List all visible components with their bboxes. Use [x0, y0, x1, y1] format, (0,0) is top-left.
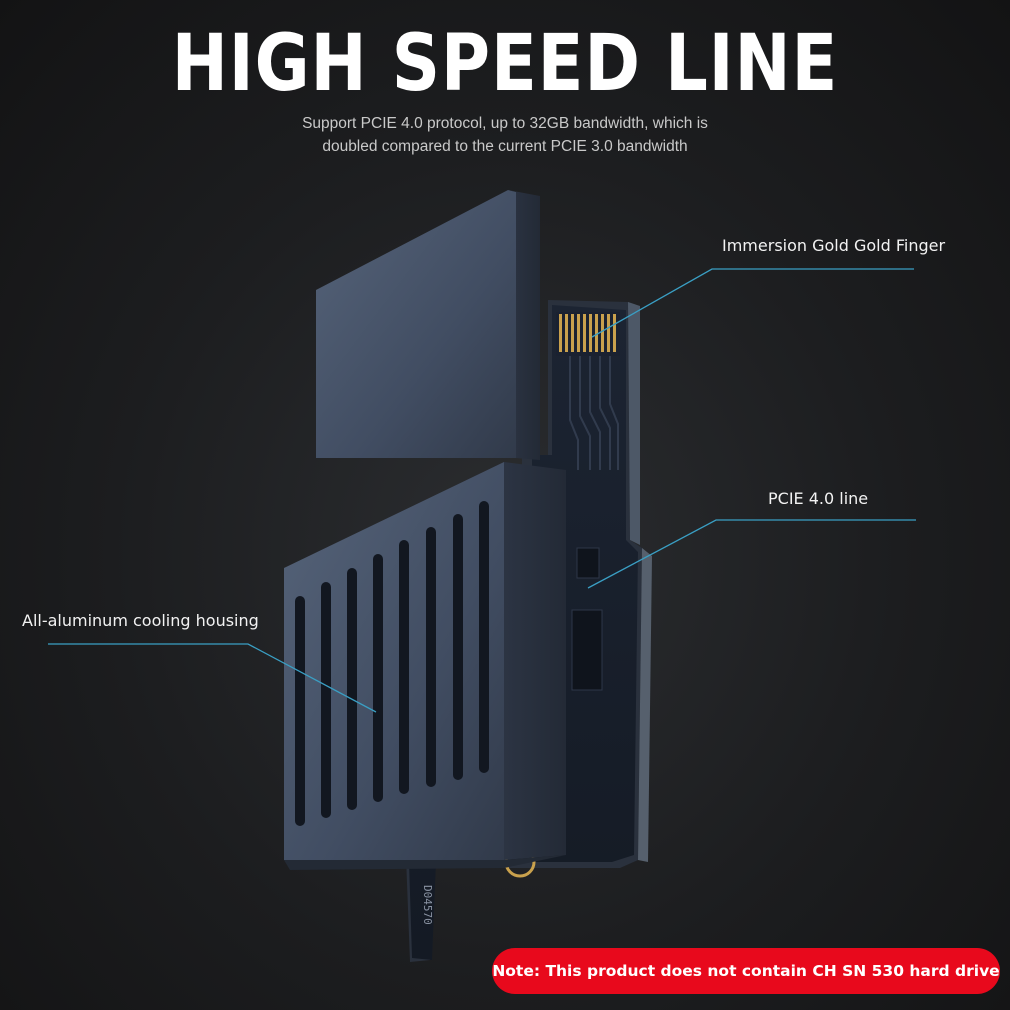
- gold-finger-contacts: [556, 312, 620, 356]
- note-badge: Note: This product does not contain CH S…: [492, 948, 1000, 994]
- callout-gold-finger: Immersion Gold Gold Finger: [722, 236, 946, 255]
- gold-finger-leader: [591, 268, 914, 338]
- note-text: Note: This product does not contain CH S…: [492, 962, 1000, 980]
- callout-leaders: [48, 268, 916, 713]
- callout-pcie-line: PCIE 4.0 line: [768, 489, 869, 508]
- subtitle-line-1: Support PCIE 4.0 protocol, up to 32GB ba…: [302, 115, 708, 132]
- housing-leader: [48, 643, 377, 713]
- page-title: HIGH SPEED LINE: [171, 19, 839, 109]
- pcie-traces: [569, 356, 619, 470]
- aluminum-housing: [284, 190, 566, 870]
- subtitle-line-2: doubled compared to the current PCIE 3.0…: [322, 138, 688, 155]
- board-marking: D04570: [421, 885, 434, 925]
- cooling-slots: [295, 501, 489, 826]
- callout-housing: All-aluminum cooling housing: [22, 611, 259, 630]
- pcie-line-leader: [587, 519, 916, 589]
